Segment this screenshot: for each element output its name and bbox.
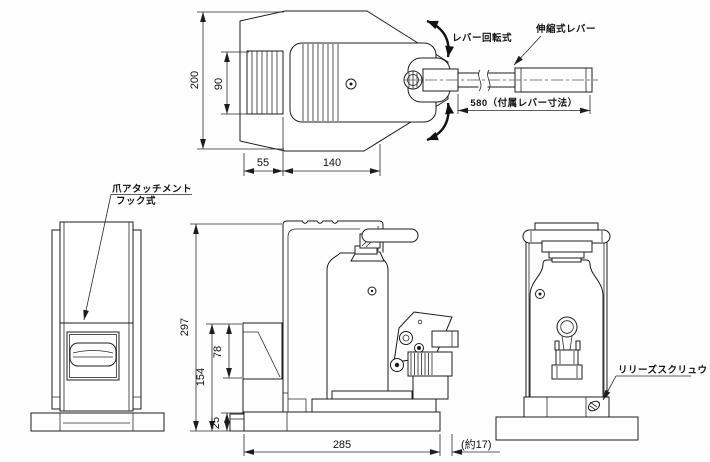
top-view: レバー回転式 伸縮式レバー 580（付属レバー寸法） 200 90 55 140	[189, 10, 598, 176]
release-screw	[587, 400, 601, 412]
claw-attachment-label-line2: フック式	[116, 195, 156, 207]
telescopic-lever-label: 伸縮式レバー	[535, 23, 596, 35]
claw-attachment-label-line1: 爪アタッチメント	[112, 183, 192, 195]
rotation-arrow-top	[426, 19, 455, 58]
front-view: 爪アタッチメント フック式	[30, 183, 192, 432]
rear-base	[495, 396, 639, 441]
telescopic-lever-leader	[513, 35, 542, 66]
rear-cap-1	[541, 240, 593, 253]
dim-154: 154	[195, 323, 242, 431]
dim-78-label: 78	[212, 346, 224, 358]
lever-rotation-label: レバー回転式	[452, 32, 512, 44]
top-view-toe-block	[246, 50, 284, 115]
front-right-flange	[132, 229, 142, 410]
pump-body	[407, 351, 453, 377]
claw-attachment-leader	[83, 194, 112, 321]
dim-580: 580（付属レバー寸法）	[457, 94, 591, 114]
lever-rod	[457, 69, 516, 92]
dim-17: (約17)	[451, 434, 500, 456]
side-cylinder	[326, 252, 389, 408]
dim-140-label: 140	[323, 157, 341, 169]
front-claw	[69, 342, 117, 367]
dim-17-label: (約17)	[461, 437, 492, 451]
front-left-flange	[51, 229, 61, 410]
side-claw	[229, 322, 283, 432]
rear-cap-3	[551, 257, 582, 263]
front-base	[30, 412, 165, 432]
dim-285: 285	[243, 434, 441, 456]
dim-90-label: 90	[213, 78, 225, 90]
side-view: 297 154 78 25 285 (約17)	[179, 220, 500, 456]
dim-200-label: 200	[189, 71, 201, 89]
dim-297-label: 297	[179, 318, 191, 336]
rotation-arrow-bottom	[426, 102, 455, 142]
rear-release-rod	[551, 316, 583, 380]
dim-154-label: 154	[195, 368, 207, 386]
pump-base-block	[412, 375, 449, 400]
release-screw-leader	[602, 375, 617, 401]
front-column	[59, 221, 134, 412]
dim-580-label: 580（付属レバー寸法）	[470, 97, 577, 109]
dim-55-140: 55 140	[243, 117, 381, 176]
dim-25: 25	[210, 412, 243, 431]
side-carry-handle	[361, 228, 419, 243]
top-view-frame-plate	[289, 42, 437, 123]
pump-assembly	[390, 311, 459, 400]
rear-cap-2	[548, 251, 585, 259]
dim-200: 200	[189, 11, 284, 150]
side-base	[243, 411, 441, 432]
pump-socket	[431, 330, 459, 348]
dim-78: 78	[212, 324, 242, 379]
rear-view: リリーズスクリュウ	[495, 222, 708, 441]
dim-90: 90	[213, 51, 249, 115]
side-pedestal	[311, 398, 437, 413]
dim-285-label: 285	[333, 439, 351, 451]
side-pedestal-step	[331, 390, 413, 400]
dim-25-label: 25	[210, 417, 222, 429]
rear-frame	[525, 231, 608, 398]
dim-297: 297	[179, 223, 282, 432]
dim-55-label: 55	[257, 157, 269, 169]
release-screw-label: リリーズスクリュウ	[618, 364, 708, 376]
